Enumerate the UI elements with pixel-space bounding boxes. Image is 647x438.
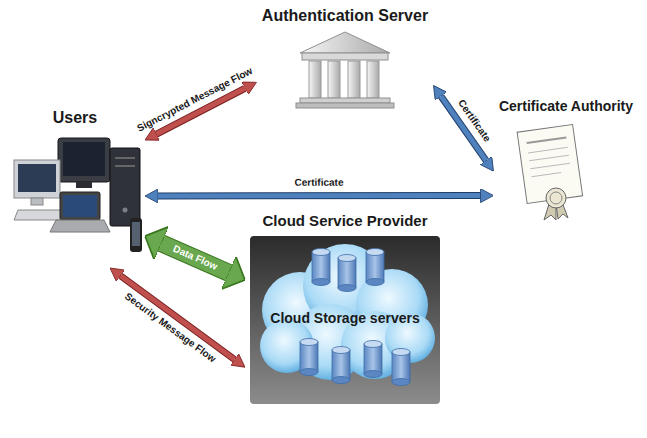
flow-arrow <box>120 276 234 360</box>
server-building-icon-part <box>348 61 360 98</box>
user-computers-icon-part <box>115 165 135 167</box>
certificate-icon-part-part <box>529 155 569 161</box>
arrow-outline <box>158 192 481 199</box>
node-label: Cloud Service Provider <box>262 212 427 230</box>
storage-server-cylinders-part <box>332 347 350 384</box>
flow-label: Certificate <box>455 97 493 144</box>
cloud-provider-node: Cloud Service ProviderCloud Storage serv… <box>245 212 445 406</box>
server-building-icon-part <box>309 61 321 98</box>
node-label: Authentication Server <box>262 6 428 25</box>
flow-label: Data Flow <box>171 243 219 273</box>
certificate-icon-part-part <box>530 163 570 169</box>
certificate-icon-part-part <box>531 173 561 177</box>
authority-node: Certificate Authority <box>494 98 639 220</box>
arrow-shaft <box>161 243 228 272</box>
storage-server-cylinders-part-part <box>366 249 384 256</box>
node-body-text: Cloud Storage servers <box>270 310 419 327</box>
storage-server-cylinders-part <box>364 341 382 378</box>
server-building-icon-part <box>302 53 388 60</box>
storage-server-cylinders-part <box>366 249 384 286</box>
storage-server-cylinders-part-part <box>332 350 350 380</box>
storage-server-cylinders-part-part <box>366 252 384 282</box>
flow-arrow <box>158 195 481 196</box>
storage-server-cylinders-part-part <box>392 349 410 356</box>
storage-server-cylinders-part-part <box>338 258 356 288</box>
storage-server-cylinders-part-part <box>300 342 318 372</box>
storage-server-cylinders-part-part <box>332 377 350 384</box>
flow-label: Security Message Flow <box>122 290 218 365</box>
user-computers-icon-part <box>123 208 128 213</box>
server-building-icon-part <box>300 32 390 53</box>
storage-server-cylinders-part-part <box>364 344 382 374</box>
storage-server-cylinders-part <box>300 339 318 376</box>
certificate-icon-part <box>550 192 562 204</box>
user-computers-icon-part <box>58 138 110 182</box>
node-label: Users <box>53 108 97 127</box>
user-computers-icon-part <box>60 192 100 220</box>
arrow-shaft <box>158 193 481 198</box>
storage-server-cylinders-part-part <box>366 279 384 286</box>
storage-server-cylinders-part <box>312 249 330 286</box>
storage-server-cylinders-part-part <box>392 352 410 382</box>
user-computers-icon <box>14 138 142 252</box>
arrow-outline <box>161 243 228 272</box>
storage-server-cylinders-part-part <box>300 339 318 346</box>
storage-server-cylinders-part-part <box>300 369 318 376</box>
user-computers-icon-part <box>14 160 60 198</box>
server-building-icon <box>296 32 394 108</box>
arrow-shaft <box>120 276 234 360</box>
node-label: Certificate Authority <box>499 98 633 115</box>
cloud-panel-illustration-part <box>250 236 440 404</box>
user-computers-icon-part <box>63 195 97 217</box>
server-building-icon-part <box>328 61 340 98</box>
flow-arrow <box>161 243 228 272</box>
flow-label: Certificate <box>295 177 344 190</box>
storage-server-cylinders-part-part <box>364 341 382 348</box>
storage-server-cylinders-part-part <box>312 279 330 286</box>
certificate-icon-part <box>546 188 566 208</box>
user-computers-icon-part <box>132 222 140 246</box>
user-computers-icon-part <box>110 148 140 226</box>
server-building-icon-part <box>300 98 390 103</box>
cloud-panel-illustration <box>250 236 440 404</box>
user-computers-icon-part <box>115 157 135 159</box>
certificate-icon <box>517 124 582 220</box>
node-body-area: Cloud Storage servers <box>245 230 445 406</box>
storage-server-cylinders-part-part <box>312 252 330 282</box>
user-computers-icon-part <box>130 218 142 252</box>
storage-server-cylinders-part-part <box>392 379 410 386</box>
storage-server-cylinders-part-part <box>338 285 356 292</box>
storage-server-cylinders-part-part <box>338 255 356 262</box>
user-computers-icon-part <box>63 142 105 176</box>
flow-label: Signcrypted Message Flow <box>135 65 255 135</box>
user-computers-icon-part <box>50 220 110 232</box>
server-building-icon-part <box>296 103 394 108</box>
storage-server-cylinders-part-part <box>332 347 350 354</box>
arrow-outline <box>120 276 234 360</box>
certificate-icon-part-part <box>528 147 568 153</box>
server-node: Authentication Server <box>257 6 434 112</box>
server-building-icon-part <box>367 61 379 98</box>
certificate-icon-part-part <box>527 137 567 143</box>
storage-server-cylinders-part <box>392 349 410 386</box>
storage-server-cylinders-part-part <box>364 371 382 378</box>
storage-server-cylinders-part-part <box>312 249 330 256</box>
users-node: Users <box>5 108 145 268</box>
user-computers-icon-part <box>76 182 92 188</box>
storage-server-cylinders-part <box>338 255 356 292</box>
user-computers-icon-part <box>31 198 43 205</box>
user-computers-icon-part <box>18 164 56 192</box>
